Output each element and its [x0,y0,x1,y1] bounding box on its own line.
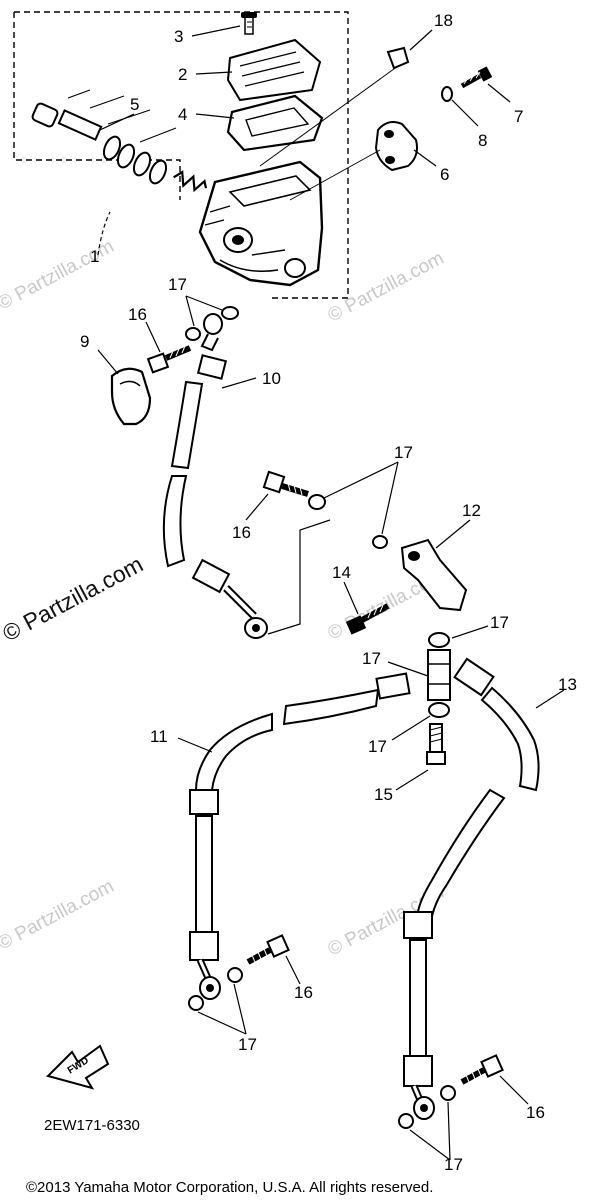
callouts: 1 2 3 4 5 6 7 8 9 10 11 12 13 14 15 16 1… [80,11,577,1174]
leader-8 [451,99,479,127]
leader-5 [99,113,135,131]
callout-13: 13 [558,675,577,694]
callout-17-center: 17 [362,649,381,668]
leader-17-center [387,661,429,677]
leader-17-lower-left-b [197,1011,247,1035]
hose-joint-bracket [400,538,468,612]
reservoir-cap [226,38,322,102]
rubber-boot [110,367,152,426]
callout-17-right: 17 [490,613,509,632]
leader-2 [195,71,233,75]
diagram-code: 2EW171-6330 [44,1117,140,1134]
leader-6 [413,149,437,167]
bleed-screw-cap-18 [259,46,410,201]
callout-17-lower-right: 17 [444,1155,463,1174]
leader-4 [195,113,235,119]
watermarks: © Partzilla.com © Partzilla.com © Partzi… [0,236,447,961]
brake-hose-2 [189,672,411,1000]
leader-13 [535,689,565,709]
leader-3 [191,25,241,37]
leader-17-mid-a [323,461,399,499]
master-cylinder-body [198,160,324,287]
leader-16-top [145,321,161,353]
leader-17-lower-right-b [409,1129,451,1161]
leader-14 [343,581,359,615]
callout-16-lower-left: 16 [294,983,313,1002]
callout-2: 2 [178,65,187,84]
leader-16-lower-left [285,955,301,985]
leader-17-right [451,625,489,639]
callout-7: 7 [514,107,523,126]
leader-lines [97,25,565,1161]
callout-3: 3 [174,27,183,46]
callout-17-below: 17 [368,737,387,756]
callout-9: 9 [80,332,89,351]
callout-10: 10 [262,369,281,388]
three-way-joint [427,649,451,701]
callout-17-mid: 17 [394,443,413,462]
brake-hose-1 [162,313,268,639]
callout-17-lower-left: 17 [238,1035,257,1054]
callout-15: 15 [374,785,393,804]
callout-14: 14 [332,563,351,582]
leader-9 [97,349,119,375]
assembly-1-leader [97,211,111,256]
callout-16-lower-right: 16 [526,1103,545,1122]
brake-hose-3 [403,657,540,1120]
leader-16-mid [245,493,269,521]
callout-6: 6 [440,165,449,184]
cap-screw [241,12,257,35]
union-bolt-16-lower-right [460,1054,504,1085]
union-bolt-16-mid [262,470,309,497]
leader-15 [395,769,429,791]
bolt-15 [426,723,446,765]
leader-10 [221,377,257,389]
leader-17-lower-right-a [447,1101,451,1161]
leader-17-top-b [185,295,195,327]
leader-17-lower-left-a [233,983,247,1035]
callout-11: 11 [150,727,168,746]
fwd-arrow-icon: FWD [46,1044,110,1090]
callout-12: 12 [462,501,481,520]
callout-1: 1 [90,247,99,266]
watermark-top-right: © Partzilla.com [324,248,447,327]
callout-16-mid: 16 [232,523,251,542]
lever-bracket-cover [374,121,418,172]
diaphragm [226,94,324,152]
bolt-14 [345,603,390,635]
leader-17-top-a [185,295,223,311]
callout-8: 8 [478,131,487,150]
bolt-7 [460,66,493,89]
leader-17-below [391,715,431,741]
callout-17-top: 17 [168,275,187,294]
watermark-prominent: © Partzilla.com [0,551,147,647]
callout-18: 18 [434,11,453,30]
leader-17-mid-b [381,461,399,535]
piston-kit [31,89,208,193]
watermark-bottom-left: © Partzilla.com [0,876,117,955]
washer-8 [441,86,453,102]
leader-16-lower-right [499,1075,529,1105]
copyright-notice: ©2013 Yamaha Motor Corporation, U.S.A. A… [26,1179,433,1196]
copper-washers [185,306,456,1129]
leader-18 [409,29,433,51]
leader-12 [435,519,471,549]
callout-5: 5 [130,95,139,114]
leader-10-dashed [267,519,331,635]
union-bolt-16-lower-left [246,934,290,965]
union-bolt-16-top [146,345,192,374]
callout-4: 4 [178,105,187,124]
callout-16-top: 16 [128,305,147,324]
leader-7 [487,83,511,103]
leader-11 [177,737,213,753]
assembly-boundary-dashed [13,11,349,299]
